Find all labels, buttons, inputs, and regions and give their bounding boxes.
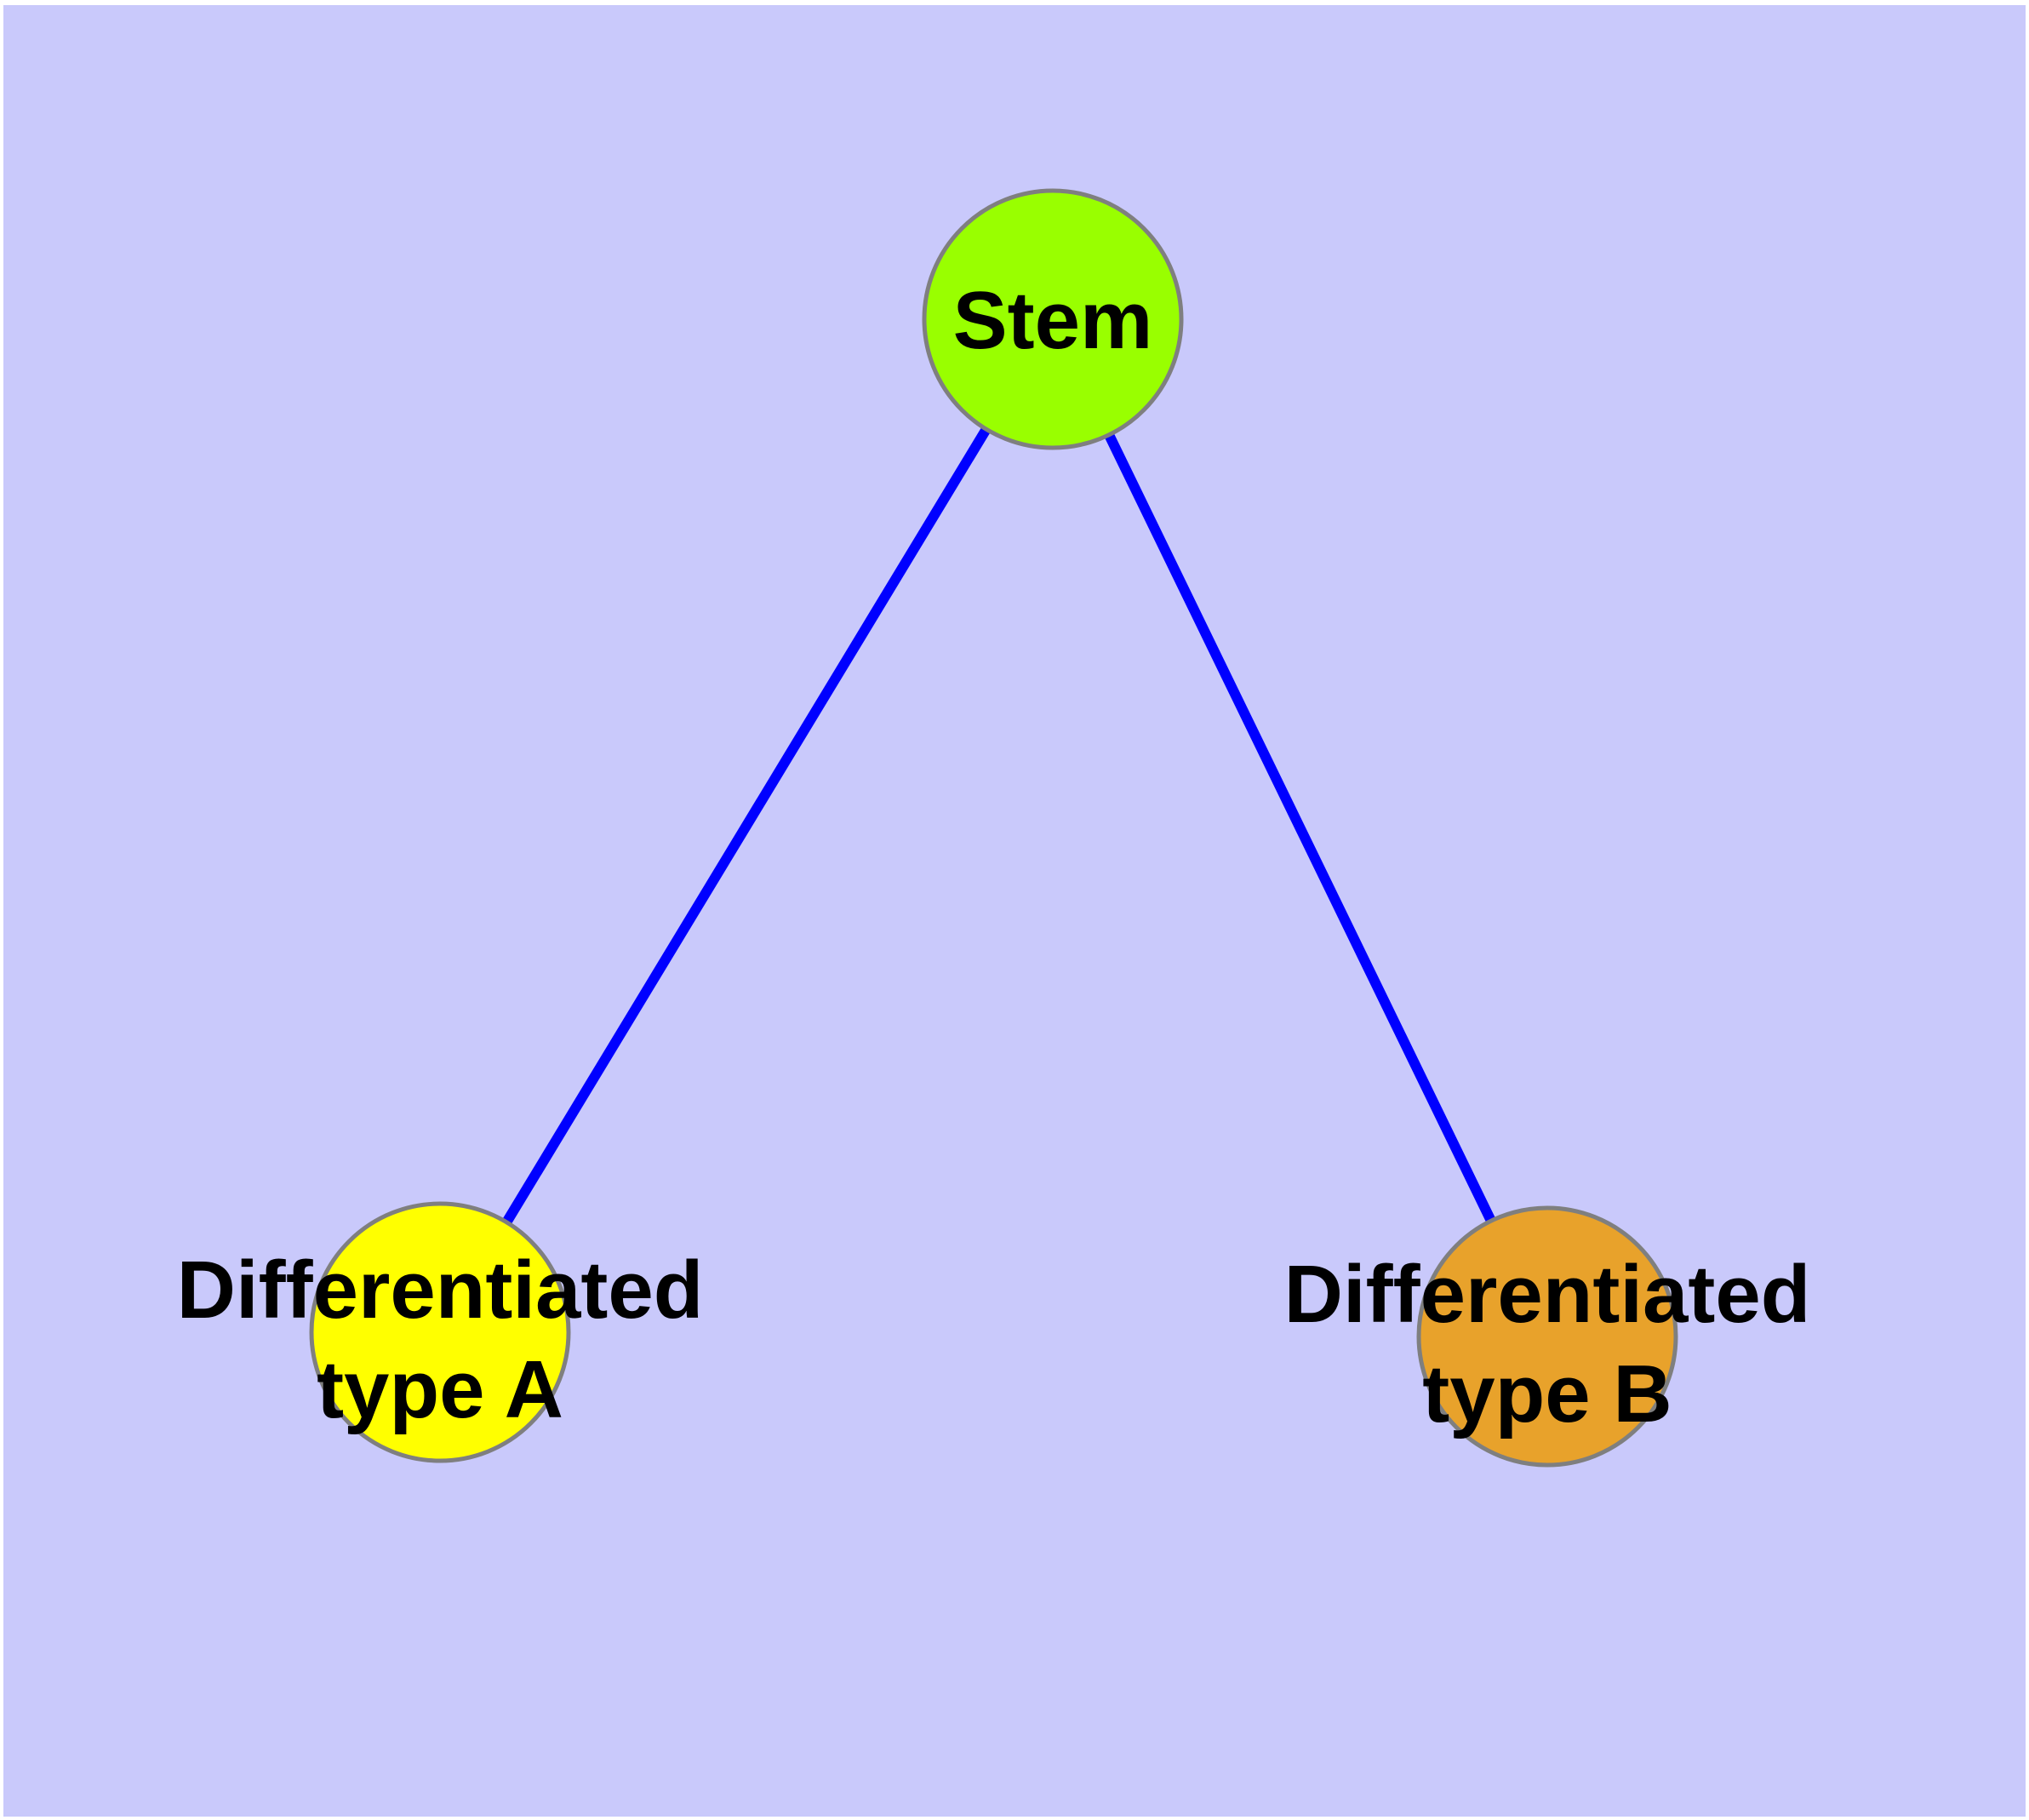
node-differentiated-type-a-circle [309, 1201, 571, 1463]
node-differentiated-type-b-label-line2: type B [1422, 1348, 1672, 1439]
node-differentiated-type-b-label-line1: Differentiated [1284, 1249, 1811, 1340]
node-differentiated-type-a-label-line2: type A [317, 1344, 563, 1435]
edge-stem-to-type-b [1048, 317, 1552, 1339]
node-differentiated-type-a-label-line1: Differentiated [177, 1245, 704, 1336]
node-differentiated-type-b-circle [1416, 1205, 1678, 1468]
node-differentiated-type-b: Differentiated type B [1284, 1205, 1811, 1468]
node-differentiated-type-a: Differentiated type A [177, 1201, 704, 1463]
edge-stem-to-type-a [435, 316, 1058, 1336]
node-stem: Stem [922, 188, 1184, 450]
node-stem-circle [922, 188, 1184, 450]
node-stem-label: Stem [953, 275, 1153, 366]
